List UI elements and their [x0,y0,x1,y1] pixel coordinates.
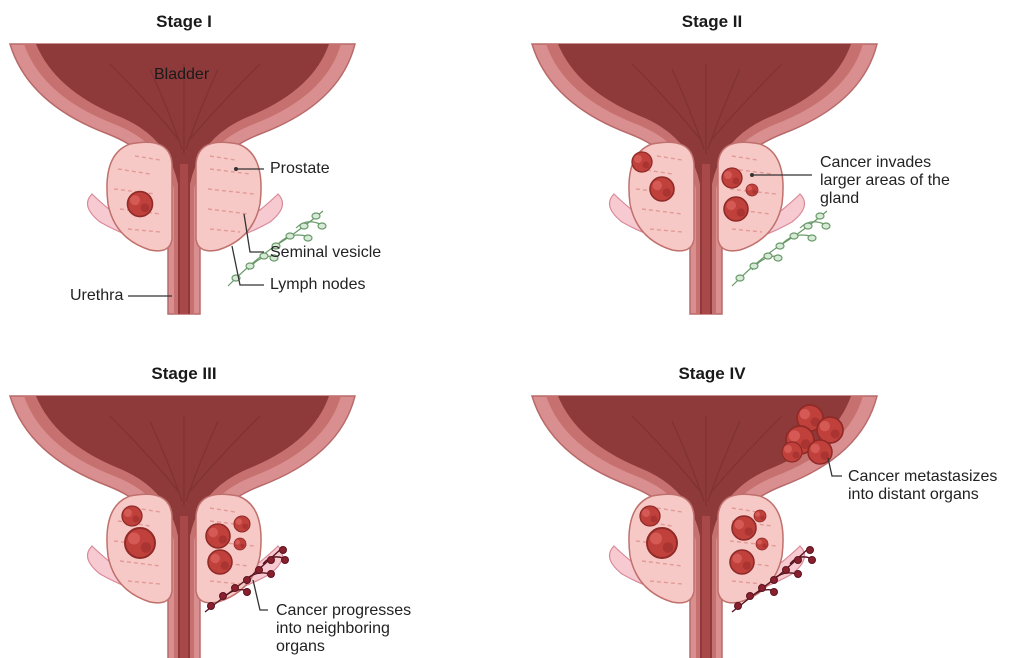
stage-1-title: Stage I [84,12,284,32]
stage-3-note: Cancer progresses into neighboring organ… [276,602,411,656]
bladder-label: Bladder [154,66,209,84]
stage-1-anatomy [10,44,355,314]
stage-3-note-line-2: into neighboring [276,620,411,638]
stage-4-title: Stage IV [612,364,812,384]
stage-2-note-line-1: Cancer invades [820,154,950,172]
stage-2-note-line-3: gland [820,190,950,208]
stage-3-title: Stage III [84,364,284,384]
stage-3-note-line-3: organs [276,638,411,656]
stage-3-note-line-1: Cancer progresses [276,602,411,620]
stage-2-note-line-2: larger areas of the [820,172,950,190]
stage-4-note-line-1: Cancer metastasizes [848,468,997,486]
stage-4-note-line-2: into distant organs [848,486,997,504]
stage-2-note: Cancer invades larger areas of the gland [820,154,950,208]
prostate-label: Prostate [270,160,330,178]
stage-4-note: Cancer metastasizes into distant organs [848,468,997,504]
stage-2-title: Stage II [612,12,812,32]
lymph-nodes-label: Lymph nodes [270,276,365,294]
urethra-label: Urethra [70,287,123,305]
seminal-vesicle-label: Seminal vesicle [270,244,381,262]
